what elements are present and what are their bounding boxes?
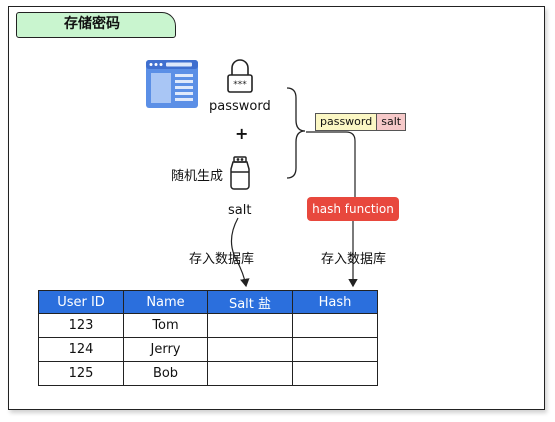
- cell-user-id: 125: [38, 361, 124, 386]
- arrow-salt-to-table: [230, 217, 250, 288]
- cell-salt: [207, 313, 293, 338]
- store-db-label-left: 存入数据库: [189, 252, 255, 267]
- padlock-icon: ***: [227, 59, 253, 93]
- pill-password-segment: password: [316, 114, 378, 130]
- password-salt-pill: password salt: [315, 113, 407, 131]
- salt-shaker-icon: [230, 156, 250, 190]
- store-db-label-right: 存入数据库: [321, 252, 387, 267]
- cell-salt: [207, 361, 293, 386]
- pill-salt-segment: salt: [377, 114, 406, 130]
- cell-hash: [292, 313, 378, 338]
- user-table: User ID Name Salt 盐 Hash 123 Tom 124 Jer…: [38, 290, 378, 386]
- cell-hash: [292, 337, 378, 362]
- cell-name: Jerry: [123, 337, 208, 362]
- random-generate-label: 随机生成: [171, 169, 224, 184]
- svg-text:***: ***: [233, 80, 247, 90]
- cell-name: Bob: [123, 361, 208, 386]
- grouping-brace: [286, 87, 306, 179]
- cell-name: Tom: [123, 313, 208, 338]
- browser-window-icon: [146, 60, 198, 108]
- col-header-salt: Salt 盐: [207, 290, 293, 314]
- salt-label: salt: [228, 203, 252, 218]
- table-row: 125 Bob: [38, 361, 378, 386]
- diagram-title: 存储密码: [16, 12, 176, 38]
- table-row: 124 Jerry: [38, 337, 378, 362]
- plus-sign: +: [235, 124, 249, 143]
- password-label: password: [209, 99, 271, 114]
- table-header-row: User ID Name Salt 盐 Hash: [38, 290, 378, 314]
- col-header-user-id: User ID: [38, 290, 124, 314]
- cell-salt: [207, 337, 293, 362]
- connector-to-hash: [306, 131, 356, 197]
- col-header-name: Name: [123, 290, 208, 314]
- cell-hash: [292, 361, 378, 386]
- table-row: 123 Tom: [38, 313, 378, 338]
- col-header-hash: Hash: [292, 290, 378, 314]
- hash-function-box: hash function: [307, 197, 399, 221]
- cell-user-id: 124: [38, 337, 124, 362]
- cell-user-id: 123: [38, 313, 124, 338]
